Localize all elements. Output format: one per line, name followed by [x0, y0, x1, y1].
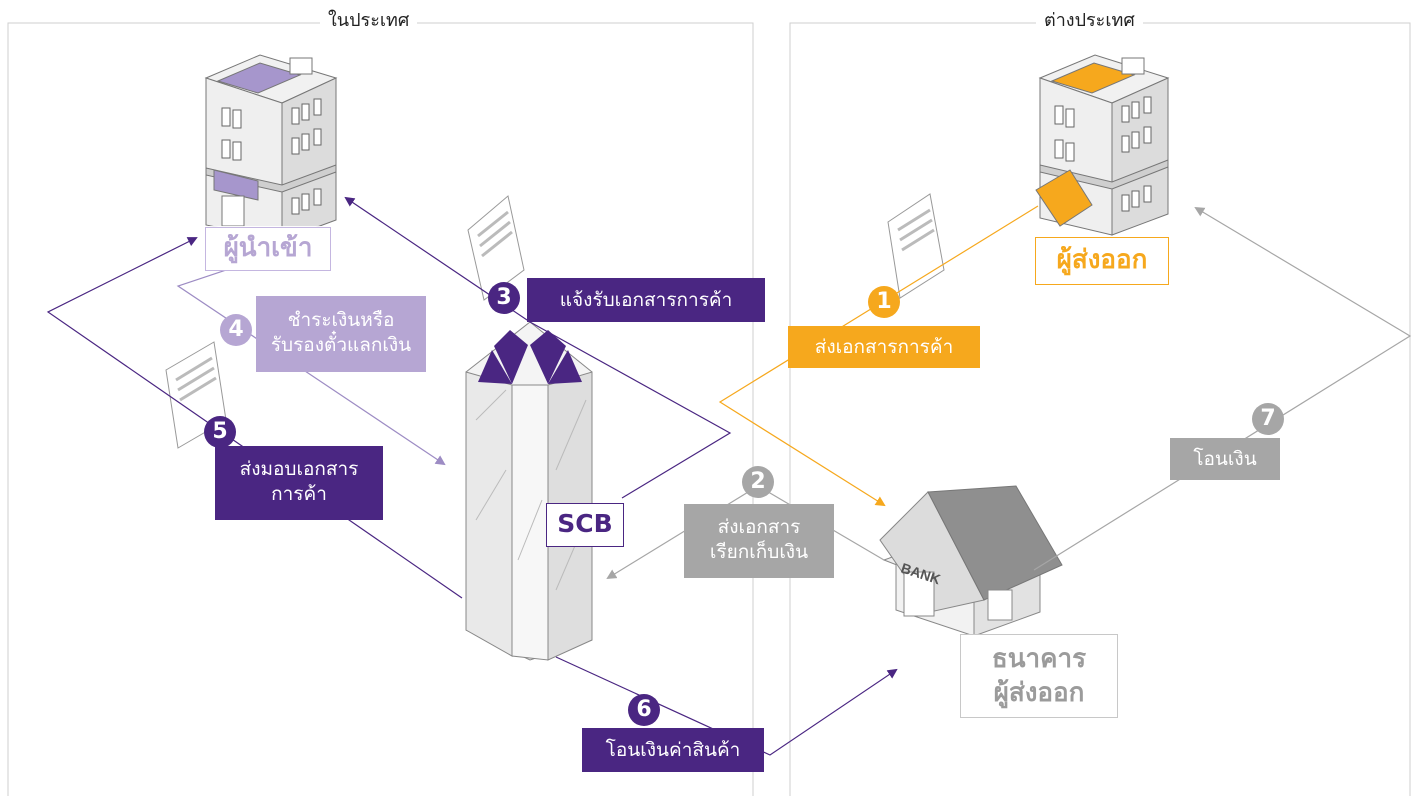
step-2-badge: 2 — [742, 466, 774, 498]
region-title-domestic: ในประเทศ — [320, 10, 418, 32]
step-5-label: ส่งมอบเอกสาร การค้า — [215, 446, 383, 520]
step-1-badge: 1 — [868, 286, 900, 318]
step-4-label-line1: ชำระเงินหรือ — [287, 309, 395, 331]
step-3-badge: 3 — [488, 282, 520, 314]
step-7-badge: 7 — [1252, 403, 1284, 435]
step-1-label: ส่งเอกสารการค้า — [788, 326, 980, 368]
step-5-label-line2: การค้า — [271, 483, 327, 505]
exporter-bank-label-line1: ธนาคาร — [991, 644, 1087, 674]
exporter-bank-label-line2: ผู้ส่งออก — [993, 678, 1085, 708]
step-2-label: ส่งเอกสาร เรียกเก็บเงิน — [684, 504, 834, 578]
flow-line-step-5 — [46, 237, 463, 599]
flow-line-step-7 — [1033, 206, 1412, 571]
step-4-badge: 4 — [220, 314, 252, 346]
flow-line-step-3 — [344, 196, 732, 499]
document-icon — [887, 193, 945, 299]
flow-line-step-1 — [718, 205, 1039, 507]
step-6-badge: 6 — [628, 694, 660, 726]
exporter-bank-icon: BANK — [879, 485, 1063, 637]
exporter-bank-label: ธนาคาร ผู้ส่งออก — [960, 634, 1118, 718]
step-4-label: ชำระเงินหรือ รับรองตั๋วแลกเงิน — [256, 296, 426, 372]
step-2-label-line1: ส่งเอกสาร — [717, 516, 801, 538]
scb-tower-icon — [465, 321, 593, 661]
importer-label: ผู้นำเข้า — [205, 227, 331, 271]
flow-line-step-6 — [555, 656, 898, 756]
step-6-label: โอนเงินค่าสินค้า — [582, 728, 764, 772]
step-7-label: โอนเงิน — [1170, 438, 1280, 480]
step-3-label: แจ้งรับเอกสารการค้า — [527, 278, 765, 322]
region-title-abroad: ต่างประเทศ — [1036, 10, 1143, 32]
region-frame-domestic — [7, 22, 754, 796]
step-4-label-line2: รับรองตั๋วแลกเงิน — [270, 334, 412, 356]
step-2-label-line2: เรียกเก็บเงิน — [709, 541, 809, 563]
document-icon — [467, 195, 525, 301]
exporter-label: ผู้ส่งออก — [1035, 237, 1169, 285]
exporter-building-icon — [1035, 54, 1170, 236]
step-5-badge: 5 — [204, 416, 236, 448]
scb-label: SCB — [546, 503, 624, 547]
step-5-label-line1: ส่งมอบเอกสาร — [239, 458, 359, 480]
importer-building-icon — [204, 54, 338, 241]
